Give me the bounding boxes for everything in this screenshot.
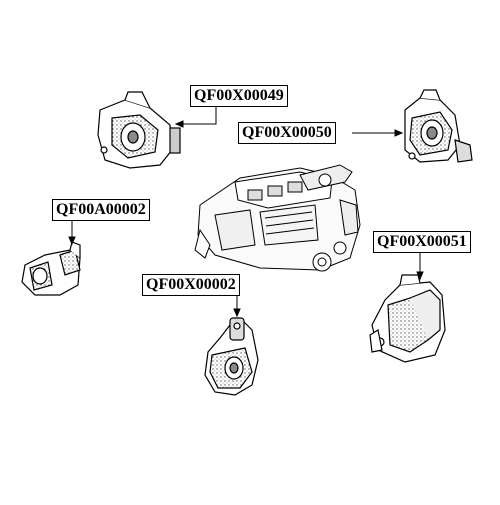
part-label-qf00a00002: QF00A00002 (52, 199, 150, 221)
part-qf00x00050-illustration (404, 89, 473, 163)
arrowhead-qf00x00049 (174, 120, 184, 128)
part-label-qf00x00002: QF00X00002 (142, 274, 240, 296)
arrowhead-qf00x00051 (416, 271, 424, 281)
arrowhead-qf00x00050 (394, 129, 404, 137)
part-label-qf00x00049: QF00X00049 (190, 85, 288, 107)
part-qf00x00049-illustration (97, 91, 181, 169)
part-qf00x00002-illustration (204, 317, 259, 396)
part-label-qf00x00050: QF00X00050 (238, 122, 336, 144)
arrowhead-qf00x00002 (233, 308, 241, 318)
leader-lines (68, 104, 424, 318)
part-qf00a00002-illustration (21, 241, 81, 296)
part-label-qf00x00051: QF00X00051 (373, 231, 471, 253)
arrowhead-qf00a00002 (68, 236, 76, 246)
part-qf00x00051-illustration (369, 274, 446, 363)
leader-qf00x00049 (180, 104, 217, 125)
engine-illustration (194, 164, 361, 272)
